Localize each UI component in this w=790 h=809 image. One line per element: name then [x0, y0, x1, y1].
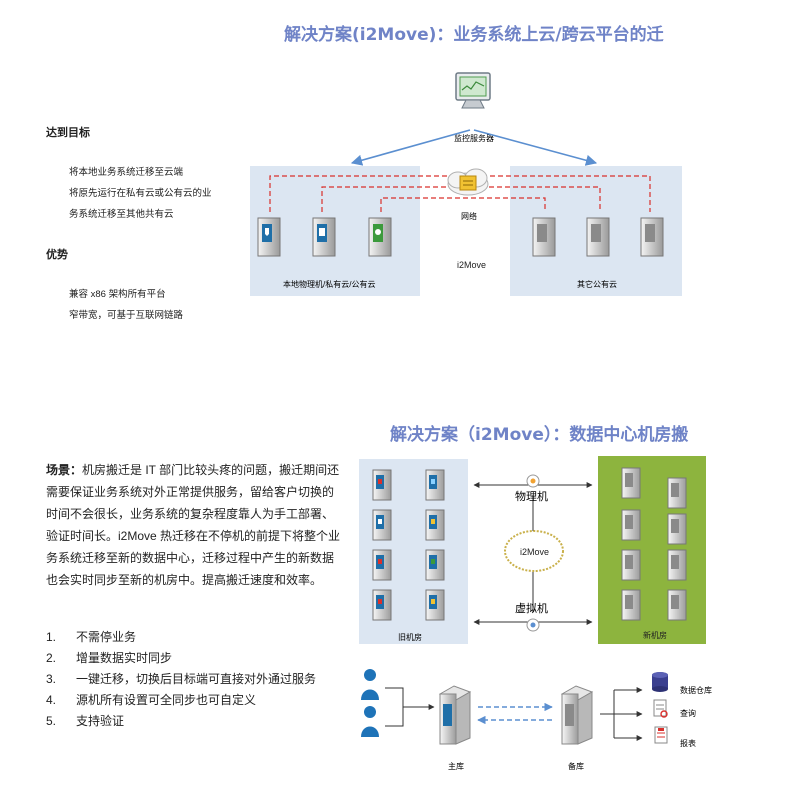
primary-server-icon — [438, 685, 472, 745]
database-icon — [652, 672, 668, 692]
advantage-item: 兼容 x86 架构所有平台 — [69, 289, 166, 300]
new-server-icon — [667, 477, 687, 509]
list-item: 5.支持验证 — [46, 714, 125, 728]
feature-list: 1.不需停业务 2.增量数据实时同步 3.一键迁移，切换后目标端可直接对外通过服… — [46, 628, 316, 733]
target-server-icon — [532, 217, 556, 257]
product-label-1: i2Move — [457, 260, 486, 270]
new-room-label: 新机房 — [643, 630, 667, 640]
old-server-icon — [372, 549, 392, 581]
backup-label: 备库 — [568, 761, 584, 771]
advantage-item: 窄带宽，可基于互联网链路 — [69, 310, 184, 321]
section1-title: 解决方案(i2Move)：业务系统上云/跨云平台的迁 — [284, 25, 664, 45]
virtual-label: 虚拟机 — [515, 601, 548, 615]
old-server-icon — [372, 469, 392, 501]
query-icon — [653, 699, 668, 718]
output-label: 查询 — [680, 708, 696, 718]
sync-node-icon — [526, 474, 540, 488]
goal-heading: 达到目标 — [46, 127, 90, 139]
new-room-servers — [621, 467, 687, 621]
scenario-text: 机房搬迁是 IT 部门比较头疼的问题，搬迁期间还需要保证业务系统对外正常提供服务… — [46, 463, 341, 587]
new-server-icon — [667, 589, 687, 621]
scenario-label: 场景： — [46, 463, 83, 477]
monitor-label: 监控服务器 — [454, 133, 494, 143]
monitor-to-source-arrow — [350, 129, 471, 166]
target-server-icon — [586, 217, 610, 257]
product-label-2: i2Move — [520, 547, 549, 557]
target-server-icon — [640, 217, 664, 257]
old-server-icon — [425, 509, 445, 541]
new-datacenter-panel — [598, 456, 706, 644]
product-hub — [504, 530, 564, 572]
list-item: 3.一键迁移，切换后目标端可直接对外通过服务 — [46, 672, 317, 686]
new-server-icon — [621, 549, 641, 581]
old-server-icon — [425, 469, 445, 501]
source-server-icon — [368, 217, 392, 257]
backup-server-icon — [560, 685, 594, 745]
old-server-icon — [425, 589, 445, 621]
old-server-icon — [372, 589, 392, 621]
scenario-paragraph: 场景：机房搬迁是 IT 部门比较头疼的问题，搬迁期间还需要保证业务系统对外正常提… — [46, 459, 342, 591]
monitor-server-icon — [455, 72, 491, 109]
old-server-icon — [372, 509, 392, 541]
old-server-icon — [425, 549, 445, 581]
old-room-servers — [372, 469, 445, 621]
goal-item: 务系统迁移至其他共有云 — [69, 209, 174, 220]
list-item: 4.源机所有设置可全同步也可自定义 — [46, 693, 257, 707]
new-server-icon — [621, 509, 641, 541]
network-label: 网络 — [461, 211, 477, 221]
user-icon — [361, 706, 379, 737]
source-server-icon — [312, 217, 336, 257]
new-server-icon — [621, 589, 641, 621]
physical-label: 物理机 — [515, 489, 548, 503]
advantage-heading: 优势 — [46, 249, 68, 261]
user-icon — [361, 669, 379, 700]
goal-item: 将原先运行在私有云或公有云的业 — [69, 188, 212, 199]
primary-label: 主库 — [448, 761, 464, 771]
list-item: 2.增量数据实时同步 — [46, 651, 173, 665]
new-server-icon — [667, 513, 687, 545]
source-panel-label: 本地物理机/私有云/公有云 — [283, 279, 375, 289]
section2-title: 解决方案（i2Move）：数据中心机房搬 — [390, 425, 689, 445]
output-label: 数据仓库 — [680, 685, 712, 695]
old-room-label: 旧机房 — [398, 632, 422, 642]
source-server-icon — [257, 217, 281, 257]
network-cloud-icon — [447, 168, 489, 196]
report-icon — [654, 726, 668, 744]
goal-item: 将本地业务系统迁移至云端 — [69, 167, 184, 178]
output-label: 报表 — [680, 738, 696, 748]
target-panel-label: 其它公有云 — [577, 279, 617, 289]
list-item: 1.不需停业务 — [46, 630, 137, 644]
new-server-icon — [667, 549, 687, 581]
monitor-to-target-arrow — [473, 129, 598, 166]
sync-node-icon — [526, 618, 540, 632]
new-server-icon — [621, 467, 641, 499]
